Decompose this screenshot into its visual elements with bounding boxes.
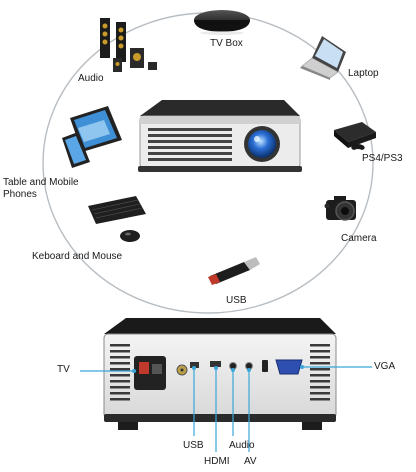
usb-device-label: USB [226,295,247,306]
hdmi-port-label: HDMI [204,456,230,467]
tv-box-label: TV Box [210,38,243,49]
tablet-phone-label: Table and Mobile Phones [3,177,79,200]
usb-port-label: USB [183,440,204,451]
camera-label: Camera [341,233,377,244]
laptop-label: Laptop [348,68,379,79]
console-label: PS4/PS3 [362,153,403,164]
audio-label: Audio [78,73,104,84]
audio-port-label: Audio [229,440,255,451]
av-port-label: AV [244,456,257,467]
tv-port-label: TV [57,364,70,375]
vga-port-label: VGA [374,361,396,372]
keyboard-mouse-label: Keboard and Mouse [32,251,123,262]
